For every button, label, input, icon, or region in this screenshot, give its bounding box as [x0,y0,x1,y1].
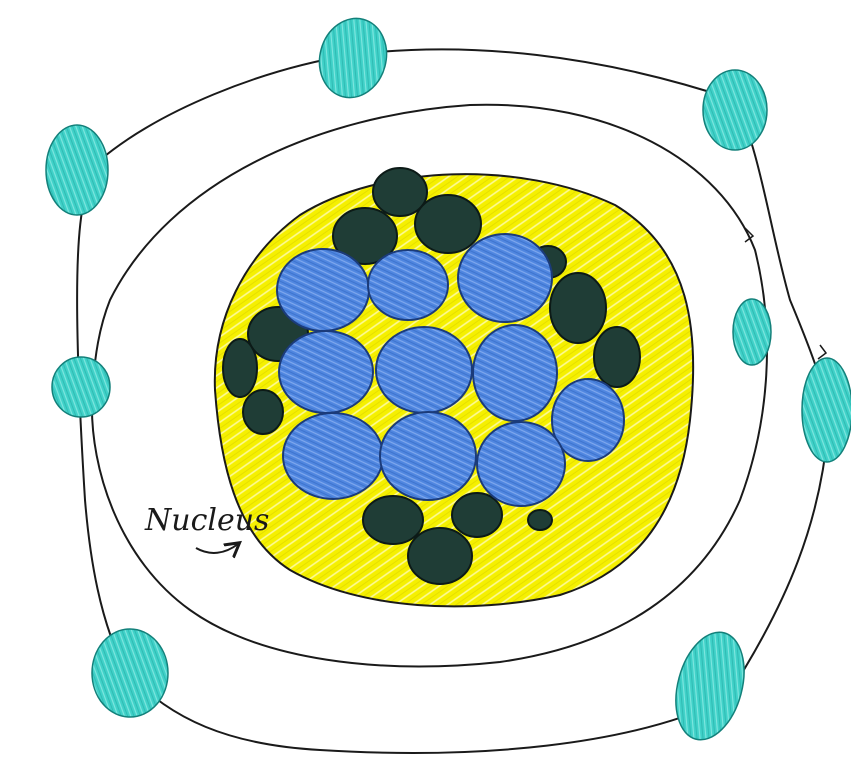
neutron [363,496,423,544]
neutron [415,195,481,253]
neutron [223,339,257,397]
neutron [408,528,472,584]
proton [458,234,552,322]
electron-outer [46,125,108,215]
electron-inner [733,299,771,365]
electron-outer [92,629,168,717]
label-arrow [196,544,238,553]
neutron [550,273,606,343]
proton [277,249,369,331]
electron-outer [703,70,767,150]
proton [279,331,373,413]
proton [368,250,448,320]
proton [477,422,565,506]
electron-outer [802,358,851,462]
proton [473,325,557,421]
nucleus-label: Nucleus [144,503,269,538]
proton [283,413,383,499]
orbit-arrow [818,345,826,359]
electron-outer [311,11,395,105]
proton [376,327,472,413]
electron-inner [52,357,110,417]
electron-outer [665,625,755,748]
neutron [594,327,640,387]
neutron [452,493,502,537]
neutron [528,510,552,530]
neutron [243,390,283,434]
